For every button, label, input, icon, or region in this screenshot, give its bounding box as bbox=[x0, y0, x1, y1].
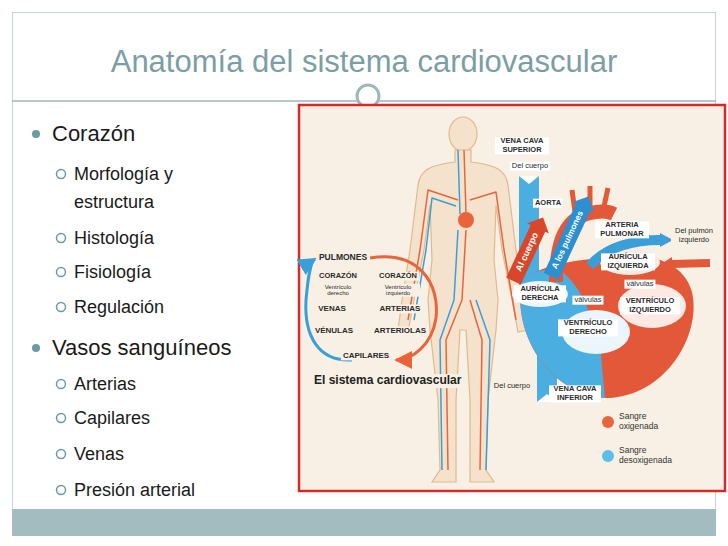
flow-arrow-label: Al cuerpo bbox=[514, 231, 541, 273]
flow-arrow bbox=[519, 176, 539, 184]
sub-bullet bbox=[57, 486, 66, 495]
body-head bbox=[449, 117, 477, 151]
flow-arrow-label: A los pulmones bbox=[550, 209, 585, 270]
body-vessels bbox=[408, 150, 516, 470]
circuit-label: ARTERIAS bbox=[378, 304, 423, 313]
artery-line bbox=[470, 300, 482, 470]
sub-bullet bbox=[57, 170, 66, 179]
sub-bullet-item: Morfología y estructura bbox=[74, 160, 224, 216]
illustration-panel bbox=[299, 105, 725, 491]
title-ring bbox=[357, 85, 379, 107]
slide-title: Anatomía del sistema cardiovascular bbox=[0, 44, 728, 80]
circuit-label: VÉNULAS bbox=[313, 326, 355, 335]
illustration-caption: El sistema cardiovascular bbox=[312, 374, 463, 388]
left-ventricle bbox=[618, 284, 686, 328]
circuit-label: CAPILARES bbox=[341, 351, 391, 360]
sub-bullet-item: Fisiología bbox=[74, 262, 151, 283]
sub-bullet bbox=[57, 303, 66, 312]
body-heart bbox=[458, 212, 474, 228]
bullet-item: Corazón bbox=[52, 121, 135, 146]
vein-line bbox=[440, 230, 458, 470]
legend-text: Sangre oxigenada bbox=[619, 412, 679, 432]
pulmonary-vein-head bbox=[661, 257, 672, 271]
right-atrium bbox=[512, 281, 568, 307]
chamber-label: VENTRÍCULO IZQUIERDO bbox=[620, 297, 680, 314]
footer-bar bbox=[12, 509, 716, 536]
circuit-label: VENAS bbox=[316, 304, 348, 313]
chamber-label: VENTRÍCULO DERECHO bbox=[558, 319, 618, 336]
legend-swatch bbox=[602, 450, 614, 462]
sub-bullet-item: Presión arterial bbox=[74, 480, 195, 501]
body-silhouette bbox=[398, 150, 528, 482]
sub-bullet-item: Venas bbox=[74, 444, 124, 465]
sub-bullet bbox=[57, 450, 66, 459]
sub-bullet-item: Arterias bbox=[74, 374, 136, 395]
bullet-dot bbox=[32, 344, 40, 352]
sub-bullet-item: Capilares bbox=[74, 408, 150, 429]
vessel-label: AORTA bbox=[533, 199, 563, 208]
left-atrium bbox=[600, 249, 660, 275]
vein-line bbox=[476, 300, 490, 470]
artery-line bbox=[464, 150, 466, 214]
bullet-dot bbox=[32, 130, 40, 138]
circuit-label: CORAZÓN bbox=[317, 272, 359, 281]
artery-line bbox=[408, 190, 458, 320]
circuit-sublabel: Ventrículo derecho bbox=[317, 284, 359, 297]
circuit-sublabel: Ventrículo izquierdo bbox=[376, 284, 420, 297]
sub-bullet bbox=[57, 234, 66, 243]
vessel-label: ARTERIA PULMONAR bbox=[595, 221, 649, 238]
circuit-label: CORAZÓN bbox=[377, 272, 419, 281]
heart-left-side bbox=[520, 255, 693, 398]
vessel-label: VENA CAVA INFERIOR bbox=[549, 385, 601, 402]
chamber-label: AURÍCULA DERECHA bbox=[514, 285, 566, 302]
aortic-branch bbox=[603, 188, 608, 211]
bullet-item: Vasos sanguíneos bbox=[52, 335, 231, 360]
circuit-label: ARTERIOLAS bbox=[372, 326, 428, 335]
flow-note: Del cuerpo bbox=[492, 382, 532, 391]
valve-label: válvulas bbox=[624, 280, 655, 289]
sub-bullet bbox=[57, 268, 66, 277]
artery-line bbox=[470, 192, 516, 320]
chamber-label: AURÍCULA IZQUIERDA bbox=[601, 253, 655, 270]
pulmonary-vein bbox=[672, 263, 710, 264]
legend-swatch bbox=[602, 416, 614, 428]
flow-note: Del pulmón izquierdo bbox=[671, 227, 717, 244]
sub-bullet bbox=[57, 414, 66, 423]
valve-label: válvulas bbox=[572, 296, 603, 305]
circuit-label: PULMONES bbox=[317, 253, 369, 263]
flow-note: Del cuerpo bbox=[510, 162, 550, 171]
to-body-arrow bbox=[503, 212, 554, 286]
arterial-loop-arrow bbox=[370, 257, 436, 360]
legend-text: Sangre desoxigenada bbox=[619, 446, 679, 466]
to-body-arrow-shape bbox=[503, 212, 554, 286]
vessel-label: VENA CAVA SUPERIOR bbox=[495, 137, 549, 154]
sub-bullets bbox=[57, 170, 66, 495]
sub-bullet-item: Regulación bbox=[74, 297, 164, 318]
sub-bullet-item: Histología bbox=[74, 228, 154, 249]
sub-bullet bbox=[57, 380, 66, 389]
vein-line bbox=[458, 150, 460, 214]
